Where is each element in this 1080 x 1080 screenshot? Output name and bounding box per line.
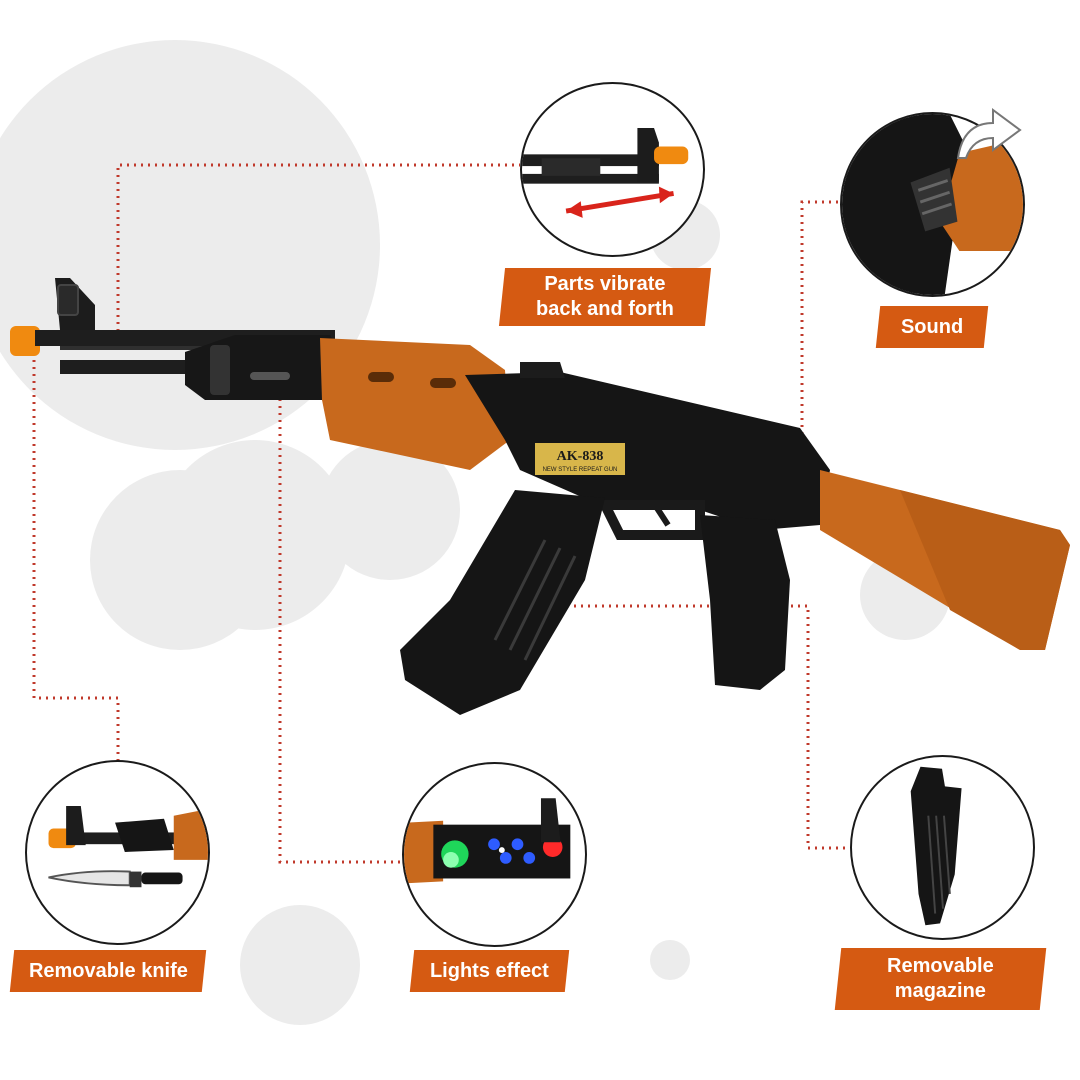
label-sound-text: Sound <box>900 315 964 338</box>
label-sound: Sound <box>875 306 989 348</box>
feature-circle-knife <box>25 760 210 945</box>
magazine-image <box>910 766 962 926</box>
wooden-handguard <box>320 338 510 470</box>
label-vibrate: Parts vibrate back and forth <box>498 268 712 326</box>
curved-arrow-icon <box>956 108 1022 159</box>
background-blob <box>650 940 690 980</box>
badge-subtitle-text: NEW STYLE REPEAT GUN <box>543 467 618 473</box>
dotted-connector-lines <box>32 163 850 864</box>
receiver <box>465 372 830 530</box>
knife-image <box>48 806 208 888</box>
label-vibrate-text: Parts vibrate back and forth <box>536 273 674 320</box>
label-lights-text: Lights effect <box>430 959 549 982</box>
feature-circle-magazine <box>850 755 1035 940</box>
sound-stock-image <box>842 114 1023 295</box>
label-knife-text: Removable knife <box>28 959 188 982</box>
badge-model-text: AK-838 <box>557 449 604 464</box>
label-lights: Lights effect <box>409 950 570 992</box>
lights-image <box>404 798 571 884</box>
background-blob <box>240 905 360 1025</box>
feature-circle-lights <box>402 762 587 947</box>
label-knife: Removable knife <box>9 950 207 992</box>
label-magazine-text: Removable magazine <box>887 955 994 1002</box>
toy-rifle: AK-838 NEW STYLE REPEAT GUN <box>10 278 1070 715</box>
pistol-grip <box>700 515 790 690</box>
muzzle-tip <box>10 326 40 356</box>
label-magazine: Removable magazine <box>834 948 1047 1010</box>
vibrating-barrel-image <box>522 127 689 218</box>
background-blob <box>320 440 460 580</box>
model-badge <box>535 443 625 475</box>
feature-circle-sound <box>840 112 1025 297</box>
magazine <box>400 490 605 715</box>
feature-circle-vibrate <box>520 82 705 257</box>
background-blob <box>90 470 270 650</box>
